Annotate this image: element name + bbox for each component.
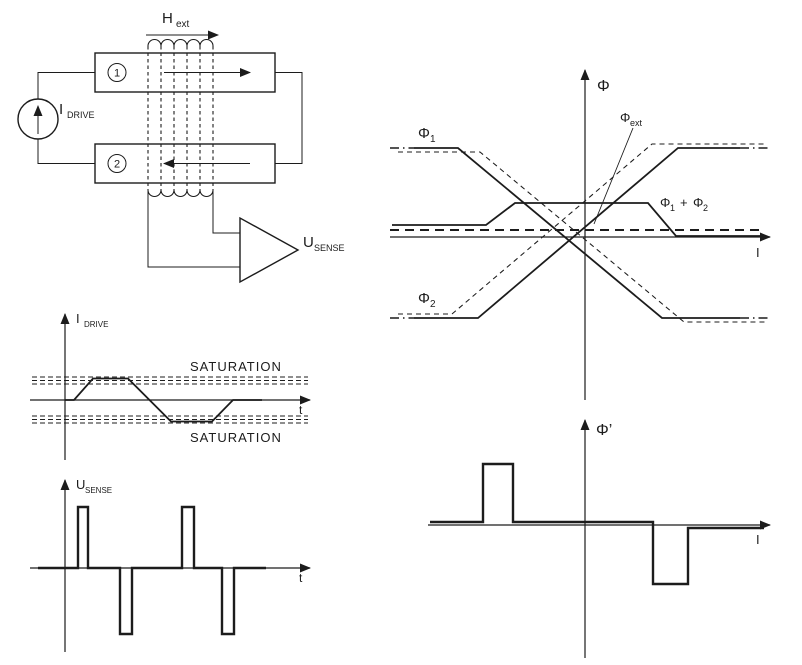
phi-sum-curve: [392, 202, 766, 237]
phi2-curve-continuation: [390, 147, 770, 319]
h-ext-label: H: [162, 10, 173, 27]
core2-number: 2: [114, 159, 120, 171]
phi-sum-label-b-sub: 2: [703, 203, 708, 213]
u-sense-graph: U SENSE t: [30, 477, 311, 652]
phi-sum-label-b: Φ: [693, 195, 703, 210]
phi-sum-label-plus: +: [680, 195, 688, 210]
i-drive-t-label: t: [299, 403, 303, 417]
phi-ext-pointer-line: [593, 127, 634, 225]
phi2-shifted-curve: [398, 143, 766, 315]
saturation-top-label: SATURATION: [190, 359, 282, 374]
phi-graph: Φ I Φ 1 Φ 2 Φ ext Φ 1 + Φ 2: [390, 69, 771, 400]
i-drive-axis-label: I: [76, 311, 80, 326]
phi-ext-sub-label: ext: [630, 118, 643, 128]
drive-loop-wires: [37, 72, 303, 164]
phi-sum-label-a: Φ: [660, 195, 670, 210]
amplifier-triangle: [239, 216, 300, 284]
core2-badge-circle: [107, 154, 127, 173]
u-sense-axis-sub-label: SENSE: [85, 486, 112, 495]
phi2-curve: [414, 147, 740, 319]
sense-output-wires: [147, 190, 240, 268]
phi-axis-label: Φ: [597, 78, 610, 95]
saturation-band-upper: [32, 376, 308, 385]
i-drive-sub-label: DRIVE: [67, 110, 95, 120]
core1-badge-circle: [107, 63, 127, 82]
i-drive-graph: I DRIVE t SATURATION SATURATION: [30, 311, 311, 460]
h-ext-sub-label: ext: [176, 19, 190, 30]
phi1-label: Φ: [418, 125, 430, 142]
drive-circuit: H ext 1 2 I DRIVE U SENSE: [17, 10, 345, 284]
phi2-label: Φ: [418, 290, 430, 307]
phi-x-axis-label: I: [756, 245, 760, 260]
phi-prime-graph: Φ’ I: [428, 419, 771, 658]
core1-number: 1: [114, 68, 120, 80]
phi-sum-label-a-sub: 1: [670, 203, 675, 213]
phi1-shifted-curve: [398, 151, 766, 323]
i-drive-waveform: [65, 377, 262, 423]
phi2-sub-label: 2: [430, 299, 436, 310]
u-sense-sub-label: SENSE: [314, 243, 345, 253]
phi-prime-i-label: I: [756, 532, 760, 547]
u-sense-axis-label: U: [76, 477, 85, 492]
i-drive-axis-sub-label: DRIVE: [84, 320, 108, 329]
u-sense-t-label: t: [299, 571, 303, 585]
phi-prime-waveform: [430, 462, 764, 586]
i-drive-label: I: [59, 101, 63, 118]
u-sense-label: U: [303, 234, 314, 251]
saturation-bottom-label: SATURATION: [190, 430, 282, 445]
phi-prime-axis-label: Φ’: [596, 422, 612, 439]
phi-ext-label: Φ: [620, 110, 630, 125]
sense-winding-top-turns: [147, 38, 214, 47]
sense-winding-bottom-turns: [147, 189, 214, 198]
u-sense-waveform: [38, 505, 266, 636]
phi1-curve: [414, 147, 740, 319]
sense-winding-wires: [147, 46, 214, 190]
phi1-sub-label: 1: [430, 134, 436, 145]
phi1-curve-continuation: [390, 147, 770, 319]
